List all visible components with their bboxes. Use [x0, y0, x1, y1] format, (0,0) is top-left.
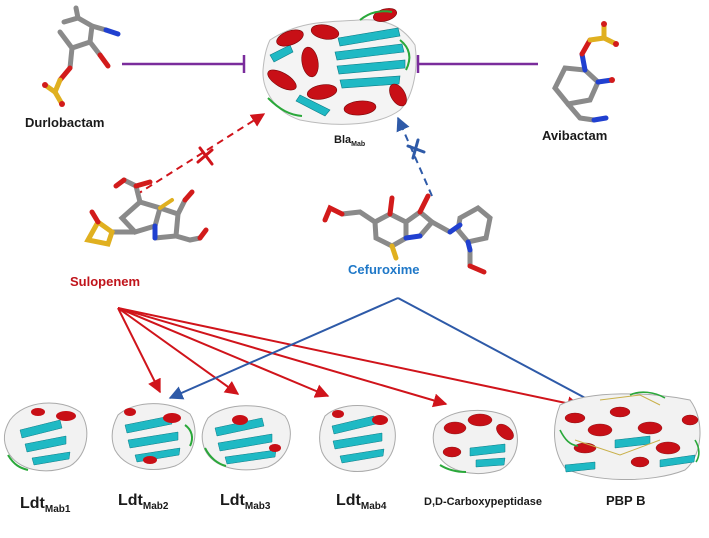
ldt-mab2-protein — [111, 403, 196, 470]
sulopenem-blocked-arrow — [135, 113, 266, 196]
target-label-ldt-mab3: LdtMab3 — [220, 492, 271, 512]
durlobactam-inhibition-arrow — [122, 55, 246, 73]
bla-mab-protein — [262, 8, 417, 125]
sulopenem-label: Sulopenem — [70, 274, 140, 289]
cefuroxime-molecule — [322, 193, 493, 275]
target-label-ldt-mab1: LdtMab1 — [20, 495, 71, 515]
sulopenem-target-arrows — [117, 307, 582, 411]
target-label-dd-carboxypeptidase: D,D-Carboxypeptidase — [424, 496, 542, 508]
avibactam-label: Avibactam — [542, 128, 607, 143]
avibactam-molecule — [552, 21, 619, 123]
durlobactam-molecule — [42, 5, 121, 107]
sulopenem-molecule — [84, 177, 209, 247]
pbp-b-protein — [554, 391, 701, 480]
dd-carboxypeptidase-protein — [432, 409, 518, 474]
ldt-mab3-protein — [201, 405, 291, 471]
ldt-mab4-protein — [319, 405, 396, 472]
target-label-ldt-mab2: LdtMab2 — [118, 492, 169, 512]
durlobactam-label: Durlobactam — [25, 115, 104, 130]
cefuroxime-target-arrows — [168, 297, 606, 409]
cefuroxime-blocked-arrow — [396, 116, 433, 197]
target-label-pbp-b: PBP B — [606, 493, 646, 508]
enzyme-label: BlaMab — [334, 134, 365, 148]
ldt-mab1-protein — [3, 402, 88, 472]
avibactam-inhibition-arrow — [416, 55, 538, 73]
target-label-ldt-mab4: LdtMab4 — [336, 492, 387, 512]
cefuroxime-label: Cefuroxime — [348, 262, 420, 277]
